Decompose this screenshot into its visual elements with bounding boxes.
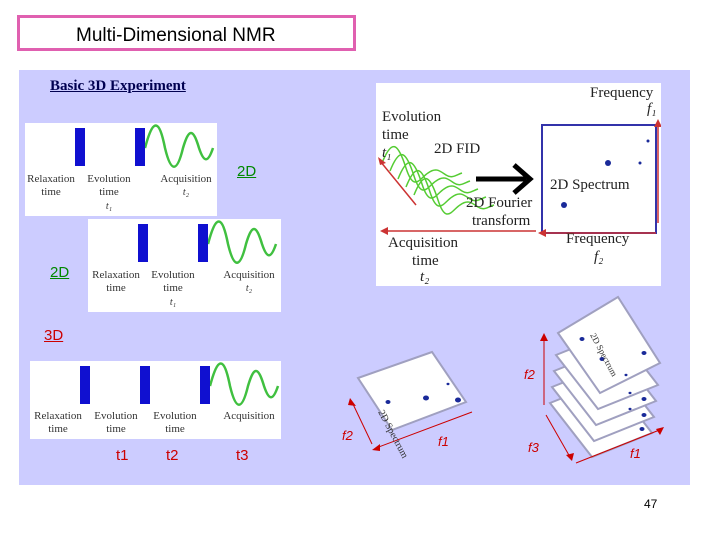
evolution-label-1: Evolution time — [94, 410, 138, 435]
acquisition-label: Acquisition — [223, 410, 275, 422]
evolution-label-2: Evolution time — [153, 410, 197, 435]
fig-frequency-bottom: Frequency — [566, 231, 630, 247]
pulse-sequence-2d-a: Relaxation time Evolution time t₁ Acquis… — [25, 123, 217, 216]
fig-transform-label: transform — [472, 213, 531, 229]
acquisition-sub: t₂ — [182, 187, 190, 198]
fig-acquisition-label: Acquisition — [388, 235, 458, 251]
stack-axis-f3: f3 — [528, 440, 539, 455]
fig-f1-label: f₁ — [647, 101, 657, 117]
fig-time-label: time — [382, 127, 409, 143]
relaxation-label: Relaxation time — [92, 269, 140, 294]
label-t1: t1 — [116, 447, 129, 464]
slide-title: Multi-Dimensional NMR — [76, 25, 276, 46]
acquisition-label: Acquisition — [160, 173, 212, 185]
evolution-label: Evolution time — [151, 269, 195, 294]
pulse-bar — [80, 366, 90, 404]
pulse-bar — [140, 366, 150, 404]
fourier-transform-figure: Evolution time t₁ 2D FID 2D Fourier tran… — [376, 83, 661, 286]
fig-fid-label: 2D FID — [434, 141, 481, 157]
plane-axis-f2: f2 — [342, 428, 353, 443]
relaxation-label: Relaxation time — [27, 173, 75, 198]
fig-t2-label: t₂ — [420, 269, 430, 285]
stack-axis-f2: f2 — [524, 367, 535, 382]
stack-axis-f1: f1 — [630, 446, 641, 461]
fig-fourier-label: 2D Fourier — [466, 195, 533, 211]
fig-f2-label: f₂ — [594, 249, 604, 265]
fig-frequency-top: Frequency — [590, 85, 654, 101]
spectrum-stack-3d: 2D Spectrum — [540, 295, 664, 464]
relaxation-label: Relaxation time — [34, 410, 82, 435]
label-3d: 3D — [44, 327, 64, 344]
plane-axis-f1: f1 — [438, 434, 449, 449]
fourier-graphics — [378, 119, 661, 237]
pulse-bar — [198, 224, 208, 262]
fig-spectrum-label: 2D Spectrum — [550, 177, 630, 193]
acquisition-sub: t₂ — [245, 283, 253, 294]
pulse-sequence-3d: Relaxation time Evolution time Evolution… — [30, 361, 281, 439]
label-2d-a: 2D — [237, 163, 257, 180]
evolution-sub: t₁ — [105, 201, 113, 212]
fid-wave — [145, 124, 215, 168]
section-heading: Basic 3D Experiment — [50, 78, 186, 94]
label-2d-b: 2D — [50, 264, 70, 281]
label-t2: t2 — [166, 447, 179, 464]
label-t3: t3 — [236, 447, 249, 464]
acquisition-label: Acquisition — [223, 269, 275, 281]
fig-acq-time-label: time — [412, 253, 439, 269]
evolution-sub: t₁ — [169, 297, 177, 308]
spectrum-plane-2d: 2D Spectrum — [348, 350, 473, 460]
page-number: 47 — [644, 497, 658, 511]
slide-title-box: Multi-Dimensional NMR — [17, 15, 356, 51]
pulse-bar — [200, 366, 210, 404]
fid-wave — [210, 362, 280, 406]
fig-t1-label: t₁ — [382, 145, 392, 161]
pulse-bar — [75, 128, 85, 166]
fid-wave — [208, 220, 278, 264]
pulse-sequence-2d-b: Relaxation time Evolution time t₁ Acquis… — [88, 219, 281, 312]
pulse-bar — [135, 128, 145, 166]
fig-evolution-label: Evolution — [382, 109, 442, 125]
evolution-label: Evolution time — [87, 173, 131, 198]
pulse-bar — [138, 224, 148, 262]
